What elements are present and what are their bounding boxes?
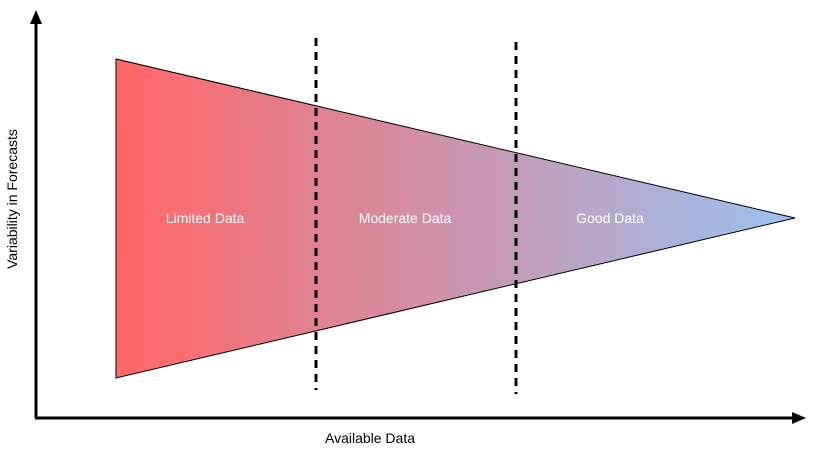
x-axis-label: Available Data <box>324 430 416 446</box>
region-label-good: Good Data <box>576 210 644 226</box>
x-axis-arrowhead <box>792 412 806 424</box>
y-axis-arrowhead <box>30 10 42 24</box>
forecast-cone <box>115 58 796 379</box>
region-label-limited: Limited Data <box>165 210 245 226</box>
region-label-moderate: Moderate Data <box>358 210 452 226</box>
y-axis-label: Variability in Forecasts <box>4 129 20 269</box>
